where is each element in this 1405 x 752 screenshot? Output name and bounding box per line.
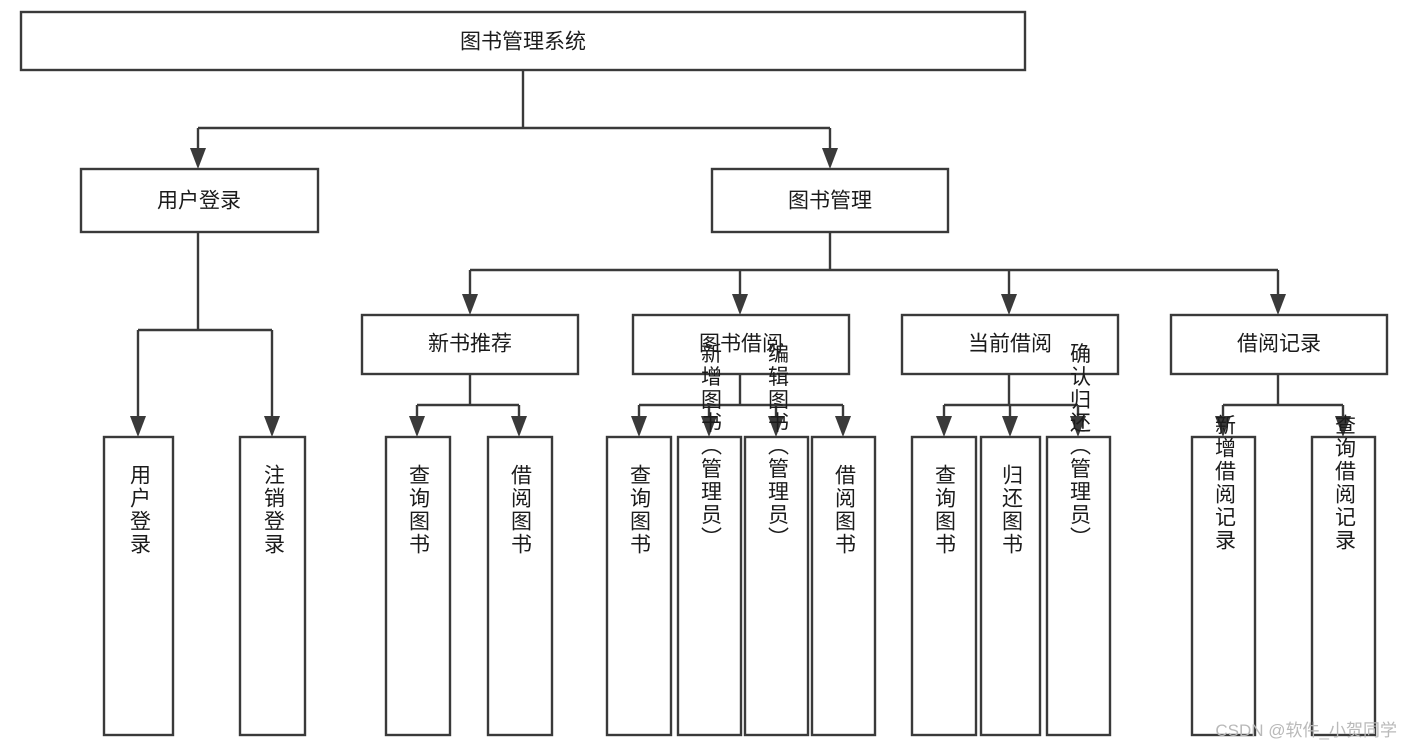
node-root[interactable]: 图书管理系统 [19,10,1027,72]
node-current-borrow[interactable]: 当前借阅 [900,313,1120,376]
node-leaf-borrow-book-2-box[interactable] [810,435,877,737]
connector-group-book-borrow-to-leaves [631,374,851,437]
node-leaf-confirm-return-label: 确认归还（管理员） [1068,343,1092,550]
node-leaf-add-book-label: 新增图书（管理员） [699,343,723,550]
node-leaf-borrow-book-1-box[interactable] [486,435,554,737]
arrow-head-book-borrow [732,294,748,315]
arrow-head-new-book-recommend [462,294,478,315]
node-new-book-recommend-label: 新书推荐 [428,333,512,356]
node-leaf-user-logout-box[interactable] [238,435,307,737]
node-borrow-record-box[interactable] [1169,313,1389,376]
arrow-head-leaf-borrow-book-1 [511,416,527,437]
node-book-management-label: 图书管理 [788,190,872,213]
node-leaf-query-book-3[interactable]: 查询图书 [910,435,978,737]
node-root-label: 图书管理系统 [460,31,586,54]
arrow-head-leaf-add-book [701,416,717,437]
node-leaf-return-book-label: 归还图书 [1000,464,1024,556]
node-leaf-query-book-3-box[interactable] [910,435,978,737]
connector-group-borrow-record-to-leaves [1215,374,1351,437]
arrow-head-leaf-return-book [1002,416,1018,437]
node-leaf-confirm-return[interactable]: 确认归还（管理员） [1045,343,1112,737]
node-book-management[interactable]: 图书管理 [710,167,950,234]
node-user-login-label: 用户登录 [157,190,241,213]
node-leaf-add-book[interactable]: 新增图书（管理员） [676,343,743,737]
arrow-head-leaf-query-record [1335,416,1351,437]
node-user-login[interactable]: 用户登录 [79,167,320,234]
node-leaf-query-record-box[interactable] [1310,435,1377,737]
node-leaf-return-book-box[interactable] [979,435,1042,737]
node-leaf-borrow-book-1[interactable]: 借阅图书 [486,435,554,737]
arrow-head-leaf-confirm-return [1070,416,1086,437]
node-leaf-confirm-return-box[interactable] [1045,435,1112,737]
connector-group-current-borrow-to-leaves [936,374,1086,437]
node-borrow-record[interactable]: 借阅记录 [1169,313,1389,376]
node-leaf-query-book-1-label: 查询图书 [407,464,431,556]
node-leaf-borrow-book-1-label: 借阅图书 [509,464,533,556]
node-leaf-add-record[interactable]: 新增借阅记录 [1190,414,1257,737]
node-book-management-box[interactable] [710,167,950,234]
arrow-head-leaf-user-logout [264,416,280,437]
node-book-borrow-box[interactable] [631,313,851,376]
node-current-borrow-label: 当前借阅 [968,333,1052,356]
node-borrow-record-label: 借阅记录 [1237,333,1321,356]
node-book-borrow-label: 图书借阅 [699,333,783,356]
arrow-head-leaf-add-record [1215,416,1231,437]
node-leaf-add-book-box[interactable] [676,435,743,737]
node-leaf-user-logout-label: 注销登录 [262,464,286,556]
arrow-head-current-borrow [1001,294,1017,315]
arrow-head-leaf-query-book-1 [409,416,425,437]
node-leaf-query-record[interactable]: 查询借阅记录 [1310,414,1377,737]
arrow-head-leaf-query-book-2 [631,416,647,437]
node-user-login-box[interactable] [79,167,320,234]
node-leaf-query-book-2-label: 查询图书 [628,464,652,556]
node-leaf-query-book-2[interactable]: 查询图书 [605,435,673,737]
connector-group-book-management-to-level3 [462,232,1286,315]
node-leaf-query-book-1[interactable]: 查询图书 [384,435,452,737]
node-leaf-query-book-3-label: 查询图书 [933,464,957,556]
node-root-box[interactable] [19,10,1027,72]
node-book-borrow[interactable]: 图书借阅 [631,313,851,376]
arrow-head-leaf-query-book-3 [936,416,952,437]
node-leaf-user-login-box[interactable] [102,435,175,737]
arrow-head-borrow-record [1270,294,1286,315]
node-leaf-edit-book-box[interactable] [743,435,810,737]
connector-group-user-login-to-leaves [130,232,280,437]
arrow-head-leaf-user-login [130,416,146,437]
node-new-book-recommend[interactable]: 新书推荐 [360,313,580,376]
arrow-head-leaf-borrow-book-2 [835,416,851,437]
node-leaf-add-record-label: 新增借阅记录 [1213,414,1237,552]
arrow-head-leaf-edit-book [768,416,784,437]
node-leaf-borrow-book-2-label: 借阅图书 [833,464,857,556]
node-leaf-user-login[interactable]: 用户登录 [102,435,175,737]
node-leaf-edit-book-label: 编辑图书（管理员） [766,343,790,550]
node-leaf-return-book[interactable]: 归还图书 [979,435,1042,737]
arrow-head-book-management [822,148,838,169]
node-leaf-query-record-label: 查询借阅记录 [1333,414,1357,552]
node-leaf-add-record-box[interactable] [1190,435,1257,737]
node-leaf-user-logout[interactable]: 注销登录 [238,435,307,737]
node-current-borrow-box[interactable] [900,313,1120,376]
node-new-book-recommend-box[interactable] [360,313,580,376]
node-leaf-user-login-label: 用户登录 [128,464,152,556]
node-leaf-query-book-2-box[interactable] [605,435,673,737]
node-leaf-borrow-book-2[interactable]: 借阅图书 [810,435,877,737]
arrow-head-user-login [190,148,206,169]
connector-group-root-to-level2 [190,70,838,169]
connector-group-new-book-recommend-to-leaves [409,374,527,437]
node-leaf-query-book-1-box[interactable] [384,435,452,737]
node-leaf-edit-book[interactable]: 编辑图书（管理员） [743,343,810,737]
